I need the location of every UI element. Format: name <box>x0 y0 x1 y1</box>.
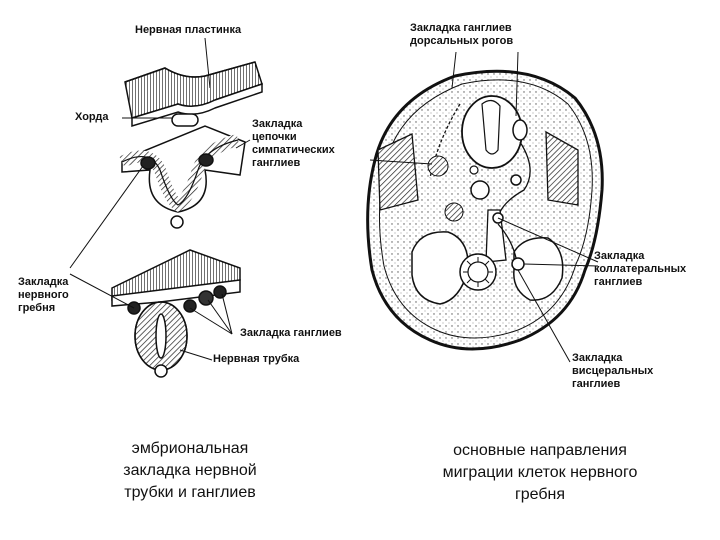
caption-left: эмбриональная закладка нервной трубки и … <box>123 440 257 501</box>
label-dorsal-root-ganglia: Закладка ганглиев дорсальных рогов <box>410 22 514 47</box>
label-collateral-ganglia: Закладка коллатеральных ганглиев <box>594 250 687 288</box>
label-neural-tube: Нервная трубка <box>213 353 300 365</box>
label-sympathetic-chain: Закладка цепочки симпатических ганглиев <box>252 118 335 169</box>
left-leader-lines <box>69 37 251 361</box>
label-neural-crest: Закладка нервного гребня <box>18 276 69 314</box>
label-visceral-ganglia: Закладка висцеральных ганглиев <box>572 352 654 390</box>
label-neural-plate: Нервная пластинка <box>135 24 242 36</box>
label-ganglia: Закладка ганглиев <box>240 327 342 339</box>
neural-groove-drawing <box>119 125 246 229</box>
chorda-1 <box>122 113 199 127</box>
neural-tube-drawing <box>111 249 241 378</box>
caption-right: основные направления миграции клеток нер… <box>442 442 638 503</box>
right-leader-lines <box>369 51 599 363</box>
cross-section-drawing <box>366 69 604 351</box>
label-chorda: Хорда <box>75 111 109 123</box>
